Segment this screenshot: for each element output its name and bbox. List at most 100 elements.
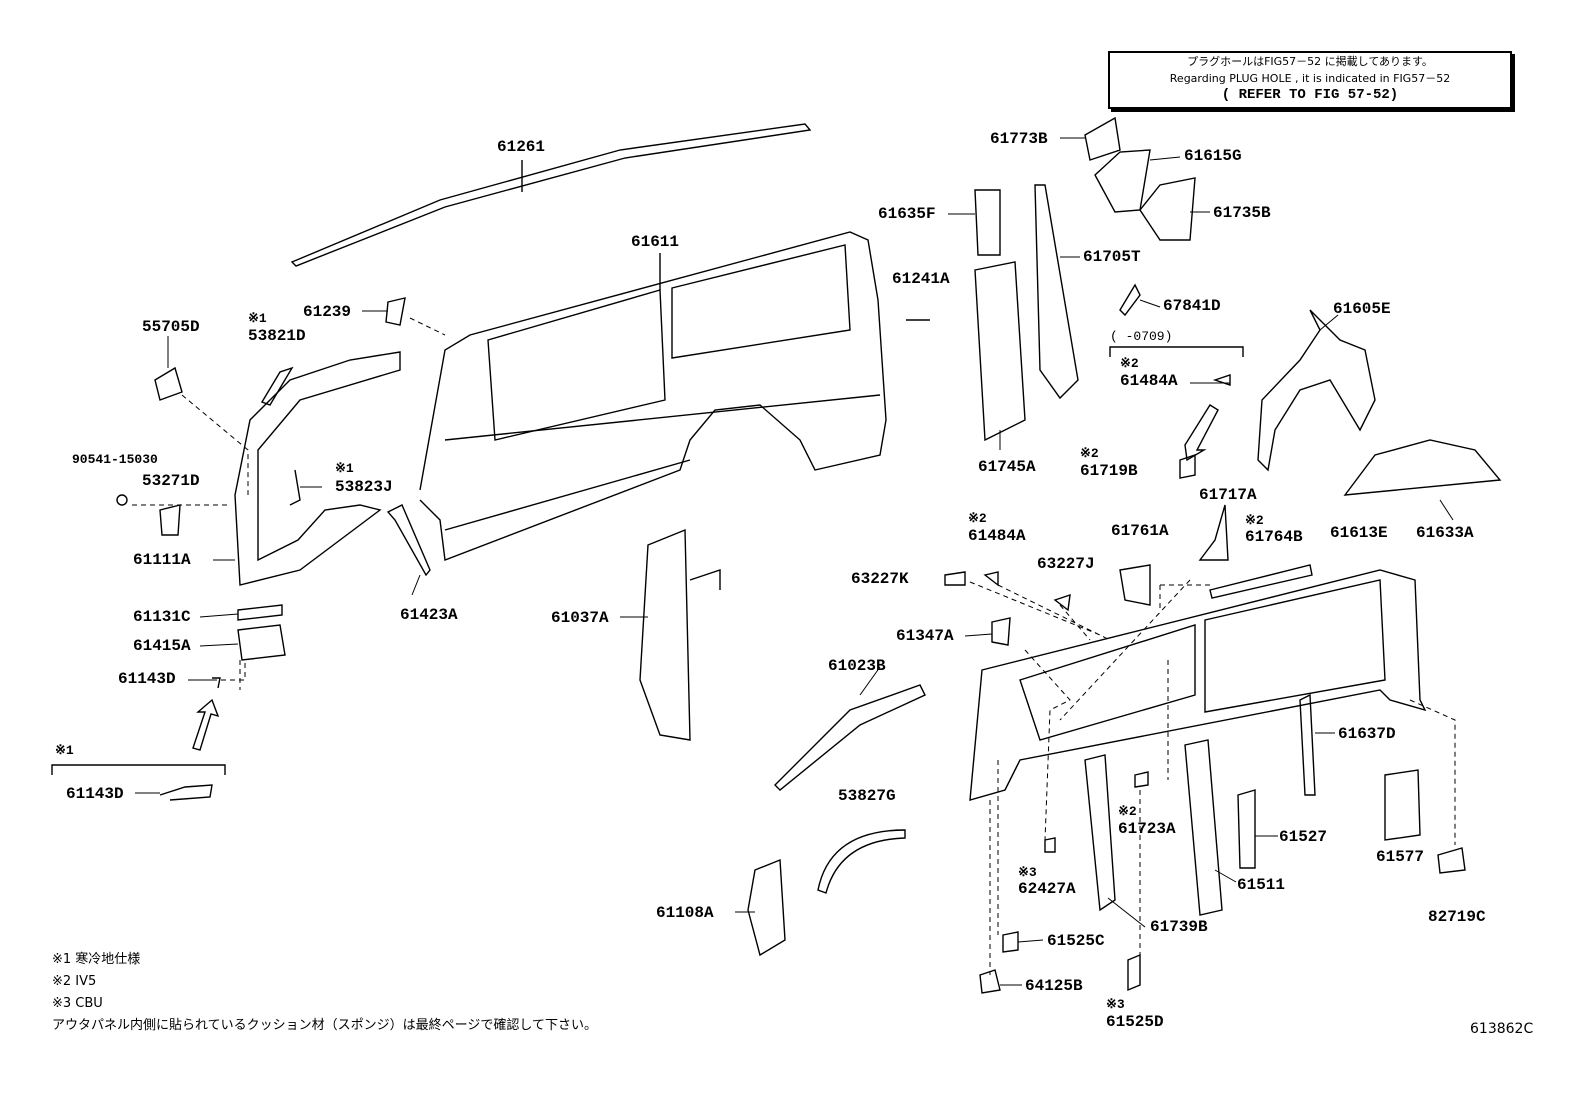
- part-label[interactable]: 61143D: [118, 670, 176, 688]
- part-label[interactable]: 61111A: [133, 551, 191, 569]
- part-label[interactable]: 61717A: [1199, 486, 1257, 504]
- part-61023B: [774, 684, 926, 791]
- part-61131C: [237, 604, 283, 621]
- arrow-b: [1184, 404, 1219, 462]
- part-label[interactable]: 61261: [497, 138, 546, 156]
- part-61525C: [1002, 931, 1019, 953]
- part-label[interactable]: 61615G: [1184, 147, 1242, 165]
- part-label[interactable]: 61527: [1279, 828, 1328, 846]
- part-label[interactable]: 61611: [631, 233, 680, 251]
- part-label[interactable]: 67841D: [1163, 297, 1221, 315]
- part-label[interactable]: 90541-15030: [72, 452, 158, 467]
- part-label[interactable]: 61347A: [896, 627, 954, 645]
- part-label[interactable]: 63227K: [851, 570, 909, 588]
- part-61239: [385, 297, 406, 326]
- part-90541-15030: [116, 494, 128, 506]
- part-label[interactable]: 61525D: [1106, 1013, 1164, 1031]
- figure-id: 613862C: [1470, 1021, 1534, 1037]
- part-label[interactable]: 61131C: [133, 608, 191, 626]
- part-label[interactable]: 61423A: [400, 606, 458, 624]
- part-label[interactable]: 53827G: [838, 787, 896, 805]
- spec-mark: ※2: [968, 511, 987, 526]
- part-label[interactable]: 61484A: [1120, 372, 1178, 390]
- part-label[interactable]: 61735B: [1213, 204, 1271, 222]
- part-61037A: [639, 528, 691, 741]
- part-62427A: [1044, 837, 1056, 853]
- roof-rail-61261: [290, 123, 812, 267]
- part-61415A: [237, 624, 286, 661]
- part-61739B: [1084, 754, 1116, 912]
- part-label[interactable]: 61719B: [1080, 462, 1138, 480]
- note-1: ※1 寒冷地仕様: [52, 952, 141, 967]
- part-61527: [1237, 789, 1256, 869]
- part-61635F: [974, 189, 1001, 256]
- part-label[interactable]: 61723A: [1118, 820, 1176, 838]
- part-61108A: [747, 858, 786, 957]
- part-label[interactable]: 53271D: [142, 472, 200, 490]
- spec-mark: ※3: [1106, 997, 1125, 1012]
- part-label[interactable]: 61635F: [878, 205, 936, 223]
- part-label[interactable]: 61484A: [968, 527, 1026, 545]
- part-label[interactable]: 61239: [303, 303, 352, 321]
- part-61423A: [386, 504, 431, 577]
- part-label[interactable]: 53821D: [248, 327, 306, 345]
- part-label[interactable]: 53823J: [335, 478, 393, 496]
- ref-line-japanese: プラグホールはFIG57－52 に掲載してあります。: [1187, 55, 1433, 68]
- note-3: ※3 CBU: [52, 996, 103, 1011]
- part-label[interactable]: 61613E: [1330, 524, 1388, 542]
- part-label[interactable]: 82719C: [1428, 908, 1486, 926]
- part-label[interactable]: 62427A: [1018, 880, 1076, 898]
- part-67841D: [1119, 283, 1141, 317]
- arrow: [192, 698, 220, 751]
- note-2: ※2 IV5: [52, 974, 97, 989]
- part-61764B: [1209, 564, 1313, 599]
- spec-mark: ※2: [1245, 513, 1264, 528]
- spec-mark: ※2: [1118, 804, 1137, 819]
- part-61605E: [1257, 309, 1376, 472]
- part-63227K: [944, 571, 966, 586]
- part-61613E: [969, 569, 1427, 801]
- part-label[interactable]: 61525C: [1047, 932, 1105, 950]
- part-label[interactable]: 61023B: [828, 657, 886, 675]
- front-panel-61111A: [234, 351, 401, 586]
- spec-mark: ※3: [1018, 865, 1037, 880]
- part-label[interactable]: 61241A: [892, 270, 950, 288]
- part-label[interactable]: 61745A: [978, 458, 1036, 476]
- part-label[interactable]: 63227J: [1037, 555, 1095, 573]
- part-label[interactable]: 55705D: [142, 318, 200, 336]
- part-53821D: [260, 366, 294, 406]
- part-label[interactable]: 61637D: [1338, 725, 1396, 743]
- part-label[interactable]: 61143D: [66, 785, 124, 803]
- spec-mark: ※1: [55, 743, 74, 758]
- ref-line-english: Regarding PLUG HOLE , it is indicated in…: [1169, 72, 1451, 85]
- part-61347A: [991, 617, 1011, 646]
- part-61717A: [1198, 504, 1229, 561]
- part-61761A: [1119, 564, 1151, 606]
- spec-mark: ※2: [1120, 356, 1139, 371]
- part-61773B: [1084, 116, 1121, 161]
- part-53827G: [817, 829, 906, 894]
- spec-mark: ※1: [335, 461, 354, 476]
- part-61637D: [1299, 693, 1316, 796]
- part-61143D: [212, 677, 221, 689]
- part-label[interactable]: 61605E: [1333, 300, 1391, 318]
- note-4: アウタパネル内側に貼られているクッション材（スポンジ）は最終ページで確認して下さ…: [52, 1018, 597, 1033]
- part-61705T: [1034, 184, 1079, 400]
- part-label[interactable]: 61415A: [133, 637, 191, 655]
- part-label[interactable]: 61511: [1237, 876, 1286, 894]
- part-label[interactable]: 61773B: [990, 130, 1048, 148]
- part-63227J: [1053, 593, 1071, 612]
- part-label[interactable]: 64125B: [1025, 977, 1083, 995]
- part-label[interactable]: 61705T: [1083, 248, 1141, 266]
- part-label[interactable]: 61761A: [1111, 522, 1169, 540]
- part-label[interactable]: 61577: [1376, 848, 1425, 866]
- spec-mark: ※1: [248, 311, 267, 326]
- reference-note-box: プラグホールはFIG57－52 に掲載してあります。 Regarding PLU…: [1108, 51, 1512, 109]
- part-label[interactable]: 61764B: [1245, 528, 1303, 546]
- part-label[interactable]: 61739B: [1150, 918, 1208, 936]
- part-label[interactable]: 61108A: [656, 904, 714, 922]
- part-label[interactable]: 61633A: [1416, 524, 1474, 542]
- part-label[interactable]: 61037A: [551, 609, 609, 627]
- ref-line-refer[interactable]: ( REFER TO FIG 57-52): [1221, 87, 1399, 103]
